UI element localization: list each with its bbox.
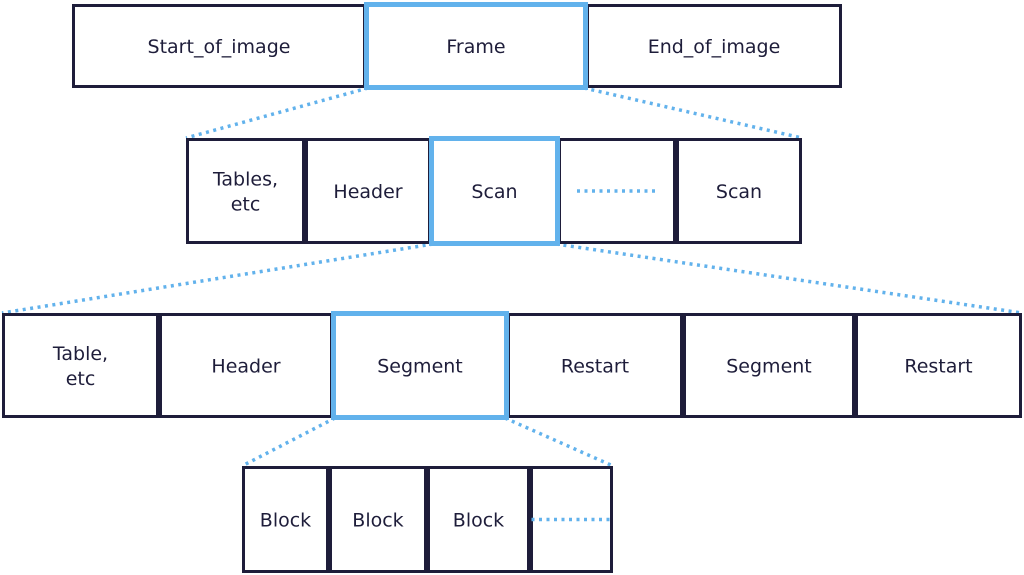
frame-cell-label-0: Tables,etc xyxy=(212,169,278,216)
image-cell-label-1: Frame xyxy=(446,36,505,58)
frame-cell-label-4: Scan xyxy=(716,181,762,203)
frame-cell-label-1: Header xyxy=(333,181,402,203)
frame-cell-4 xyxy=(676,138,802,244)
segment-cell-label-0: Block xyxy=(260,510,311,532)
frame-cell-0 xyxy=(186,138,305,244)
scan-cell-label-2: Segment xyxy=(377,356,463,378)
scan-cell-label-3: Restart xyxy=(561,356,629,378)
level-image: Start_of_image Frame End_of_image xyxy=(72,2,842,90)
connector-left-frame xyxy=(1,242,434,315)
level-scan: Table,etc Header Segment Restart Segment Rest… xyxy=(2,311,1022,420)
scan-cell-4 xyxy=(683,313,855,418)
segment-cell-0 xyxy=(242,466,329,573)
scan-cell-label-0: Table,etc xyxy=(52,343,108,390)
image-cell-label-0: Start_of_image xyxy=(148,36,291,58)
image-cell-2 xyxy=(586,4,842,88)
scan-cell-0 xyxy=(2,313,159,418)
image-cell-0 xyxy=(72,4,366,88)
scan-cell-label-5: Restart xyxy=(904,356,972,378)
scan-cell-label-4: Segment xyxy=(726,356,812,378)
connector-right-frame xyxy=(555,242,1023,315)
scan-cell-1 xyxy=(159,313,333,418)
connector-right-scan xyxy=(504,416,614,468)
level-segment: Block Block Block xyxy=(242,466,613,573)
frame-cell-2-highlighted xyxy=(429,136,560,246)
level-frame: Tables,etc Header Scan Scan xyxy=(186,136,802,246)
segment-cell-label-2: Block xyxy=(453,510,504,532)
scan-cell-label-1: Header xyxy=(211,356,280,378)
scan-cell-2-highlighted xyxy=(331,311,509,420)
scan-cell-5 xyxy=(855,313,1022,418)
segment-cell-label-1: Block xyxy=(352,510,403,532)
segment-cell-2 xyxy=(427,466,530,573)
connector-left-scan xyxy=(241,416,336,468)
frame-cell-label-2: Scan xyxy=(471,181,517,203)
connector-right-image xyxy=(583,86,803,140)
scan-cell-3 xyxy=(507,313,683,418)
image-cell-1-highlighted xyxy=(364,2,588,90)
segment-cell-1 xyxy=(329,466,427,573)
image-cell-label-2: End_of_image xyxy=(648,36,781,58)
connector-left-image xyxy=(185,86,369,140)
